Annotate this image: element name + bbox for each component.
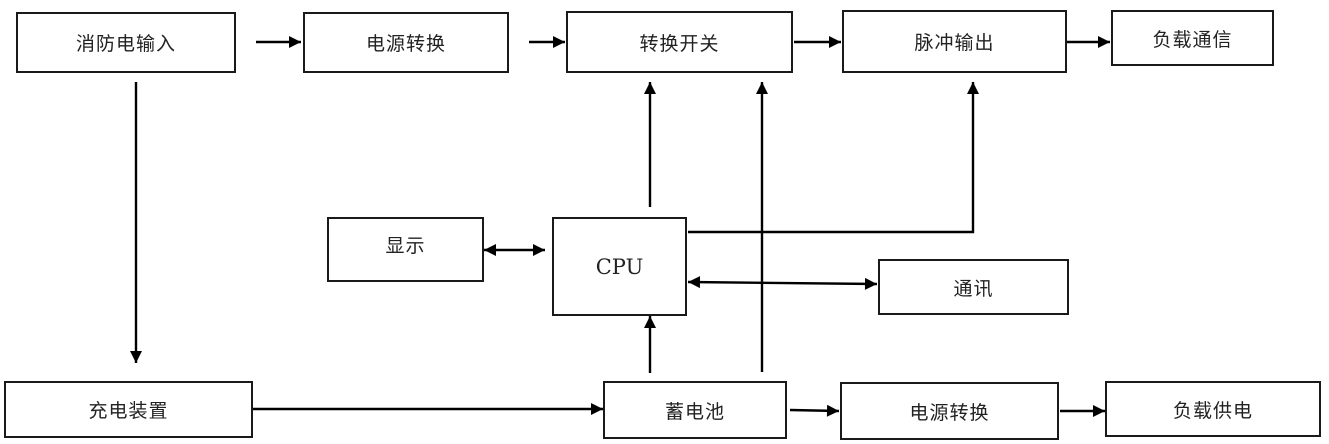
edge-battery-to-power-convert <box>789 404 840 417</box>
node-label: 充电装置 <box>88 400 169 422</box>
node-label: 电源转换 <box>365 33 446 55</box>
node-label: 蓄电池 <box>664 400 725 423</box>
node-label: 负载供电 <box>1172 399 1253 422</box>
node-label: 转换开关 <box>639 32 720 55</box>
node-comm: 通讯 <box>878 259 1069 315</box>
node-switch: 转换开关 <box>566 11 793 73</box>
node-label: CPU <box>595 254 644 279</box>
node-cpu: CPU <box>552 217 687 316</box>
node-load-supply: 负载供电 <box>1105 381 1321 437</box>
node-label: 消防电输入 <box>75 33 176 55</box>
node-fire-input: 消防电输入 <box>16 12 236 73</box>
node-power-convert-bottom: 电源转换 <box>840 382 1059 440</box>
node-battery: 蓄电池 <box>603 381 787 439</box>
node-charger: 充电装置 <box>4 381 253 438</box>
node-label: 通讯 <box>953 277 994 300</box>
node-pulse-output: 脉冲输出 <box>842 10 1067 73</box>
edge-cpu-comm <box>687 276 878 290</box>
node-label: 显示 <box>385 235 426 257</box>
node-label: 电源转换 <box>909 401 990 424</box>
edge-cpu-to-pulse-output <box>688 82 979 234</box>
node-load-comm: 负载通信 <box>1111 10 1274 66</box>
node-power-convert-top: 电源转换 <box>303 12 509 73</box>
node-display: 显示 <box>327 217 484 282</box>
node-label: 脉冲输出 <box>914 32 995 54</box>
node-label: 负载通信 <box>1152 28 1233 51</box>
